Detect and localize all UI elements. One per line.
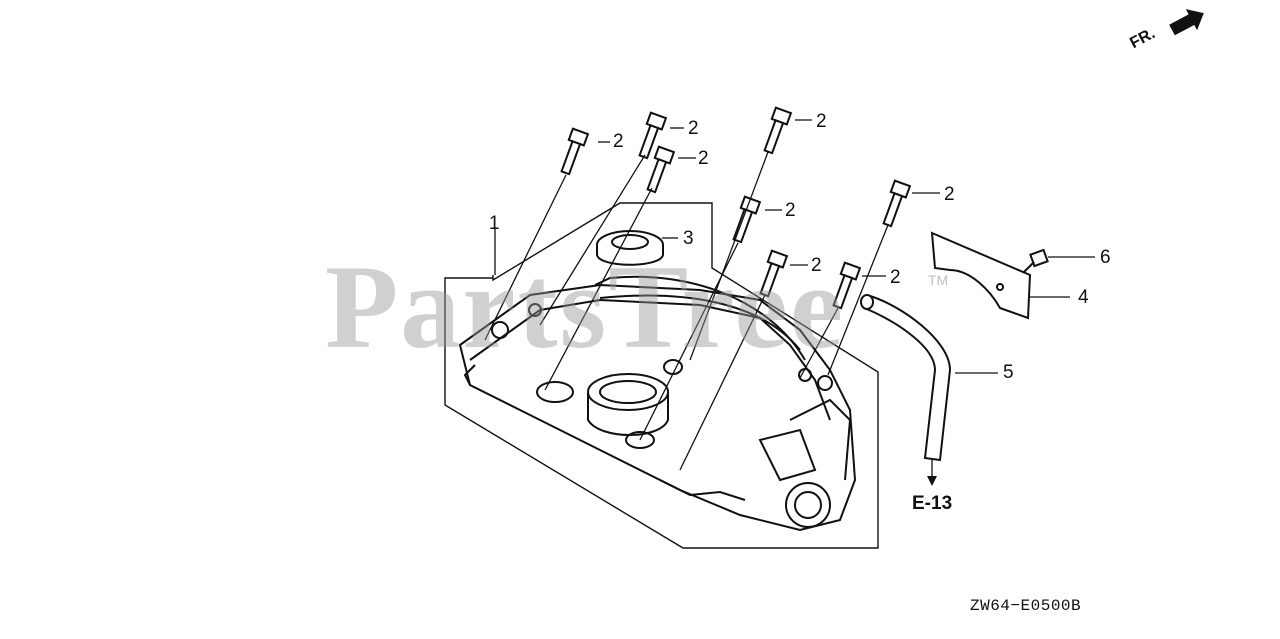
- assembly-outline: [444, 202, 879, 549]
- callout-3[interactable]: 3: [683, 228, 694, 249]
- watermark: PartsTree: [325, 240, 845, 373]
- reference-arrow: [927, 476, 937, 486]
- callout-2[interactable]: 2: [811, 255, 822, 276]
- case-cover: [458, 275, 857, 532]
- direction-arrow: [1169, 9, 1204, 36]
- small-bolt: [1023, 248, 1049, 273]
- callout-2[interactable]: 2: [816, 111, 827, 132]
- callout-2[interactable]: 2: [613, 131, 624, 152]
- callout-5[interactable]: 5: [1003, 362, 1014, 383]
- watermark-trademark: TM: [928, 272, 949, 288]
- callout-2[interactable]: 2: [785, 200, 796, 221]
- mounting-plate: [930, 231, 1032, 320]
- drawing-code: ZW64−E0500B: [970, 597, 1082, 615]
- flange-bolts: [560, 106, 912, 310]
- breather-hose: [860, 294, 952, 462]
- callout-1[interactable]: 1: [489, 213, 500, 234]
- reference-label[interactable]: E-13: [912, 493, 953, 514]
- callout-6[interactable]: 6: [1100, 247, 1111, 268]
- callout-4[interactable]: 4: [1078, 287, 1089, 308]
- callout-2[interactable]: 2: [944, 184, 955, 205]
- callout-2[interactable]: 2: [688, 118, 699, 139]
- callout-2[interactable]: 2: [698, 148, 709, 169]
- callout-2[interactable]: 2: [890, 267, 901, 288]
- leader-lines: [484, 119, 1095, 478]
